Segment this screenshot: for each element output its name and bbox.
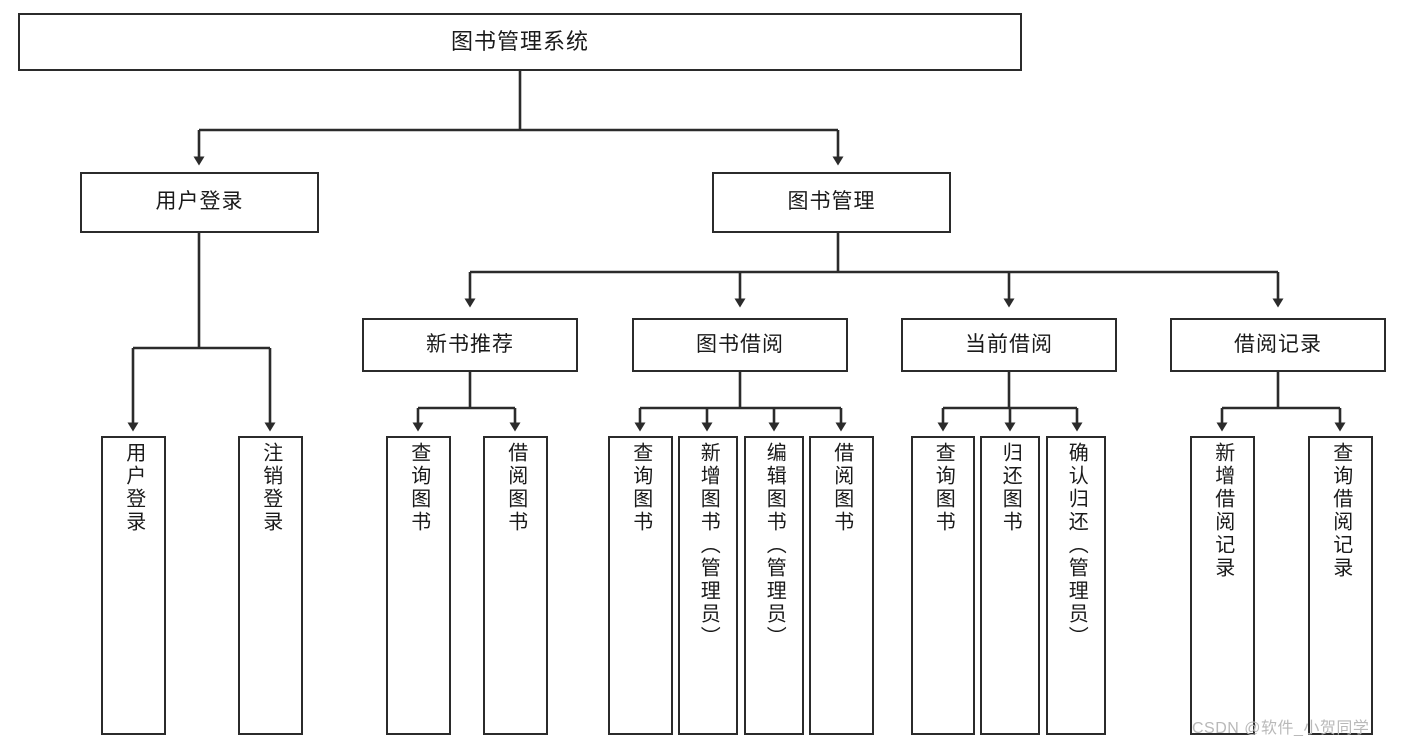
leaf-add-borrow-record[interactable]: 新增借阅记录 bbox=[1190, 436, 1255, 735]
node-label: 当前借阅 bbox=[965, 332, 1053, 356]
leaf-query-borrow-record[interactable]: 查询借阅记录 bbox=[1308, 436, 1373, 735]
leaf-borrow-book-new-recommend[interactable]: 借阅图书 bbox=[483, 436, 548, 735]
node-borrow-record[interactable]: 借阅记录 bbox=[1170, 318, 1386, 372]
leaf-query-book-borrow[interactable]: 查询图书 bbox=[608, 436, 673, 735]
node-label: 用户登录 bbox=[122, 442, 145, 534]
node-label: 图书管理系统 bbox=[450, 29, 589, 55]
leaf-add-book-admin[interactable]: 新增图书（管理员） bbox=[678, 436, 738, 735]
node-label: 新书推荐 bbox=[426, 332, 514, 356]
leaf-return-book[interactable]: 归还图书 bbox=[980, 436, 1040, 735]
node-label: 归还图书 bbox=[999, 442, 1022, 534]
node-book-borrow[interactable]: 图书借阅 bbox=[632, 318, 848, 372]
node-user-login[interactable]: 用户登录 bbox=[80, 172, 319, 233]
leaf-query-book-current[interactable]: 查询图书 bbox=[911, 436, 975, 735]
node-label: 图书管理 bbox=[787, 190, 876, 214]
node-root-book-management-system[interactable]: 图书管理系统 bbox=[18, 13, 1022, 71]
leaf-borrow-book-borrow[interactable]: 借阅图书 bbox=[809, 436, 874, 735]
node-label: 查询借阅记录 bbox=[1329, 442, 1352, 580]
node-label: 借阅图书 bbox=[504, 442, 527, 534]
leaf-logout-login[interactable]: 注销登录 bbox=[238, 436, 303, 735]
node-book-management[interactable]: 图书管理 bbox=[712, 172, 951, 233]
node-label: 编辑图书（管理员） bbox=[763, 442, 786, 649]
node-label: 图书借阅 bbox=[696, 332, 784, 356]
csdn-watermark: CSDN @软件_小贺同学 bbox=[1192, 720, 1370, 737]
node-label: 借阅记录 bbox=[1234, 332, 1322, 356]
node-label: 确认归还（管理员） bbox=[1065, 442, 1088, 649]
leaf-query-book-new-recommend[interactable]: 查询图书 bbox=[386, 436, 451, 735]
node-label: 用户登录 bbox=[155, 190, 244, 214]
node-new-book-recommend[interactable]: 新书推荐 bbox=[362, 318, 578, 372]
leaf-confirm-return-admin[interactable]: 确认归还（管理员） bbox=[1046, 436, 1106, 735]
node-label: 新增借阅记录 bbox=[1211, 442, 1234, 580]
node-label: 借阅图书 bbox=[830, 442, 853, 534]
node-label: 查询图书 bbox=[407, 442, 430, 534]
node-label: 查询图书 bbox=[629, 442, 652, 534]
leaf-user-login[interactable]: 用户登录 bbox=[101, 436, 166, 735]
node-label: 查询图书 bbox=[932, 442, 955, 534]
node-label: 注销登录 bbox=[259, 442, 282, 534]
node-current-borrow[interactable]: 当前借阅 bbox=[901, 318, 1117, 372]
leaf-edit-book-admin[interactable]: 编辑图书（管理员） bbox=[744, 436, 804, 735]
node-label: 新增图书（管理员） bbox=[697, 442, 720, 649]
